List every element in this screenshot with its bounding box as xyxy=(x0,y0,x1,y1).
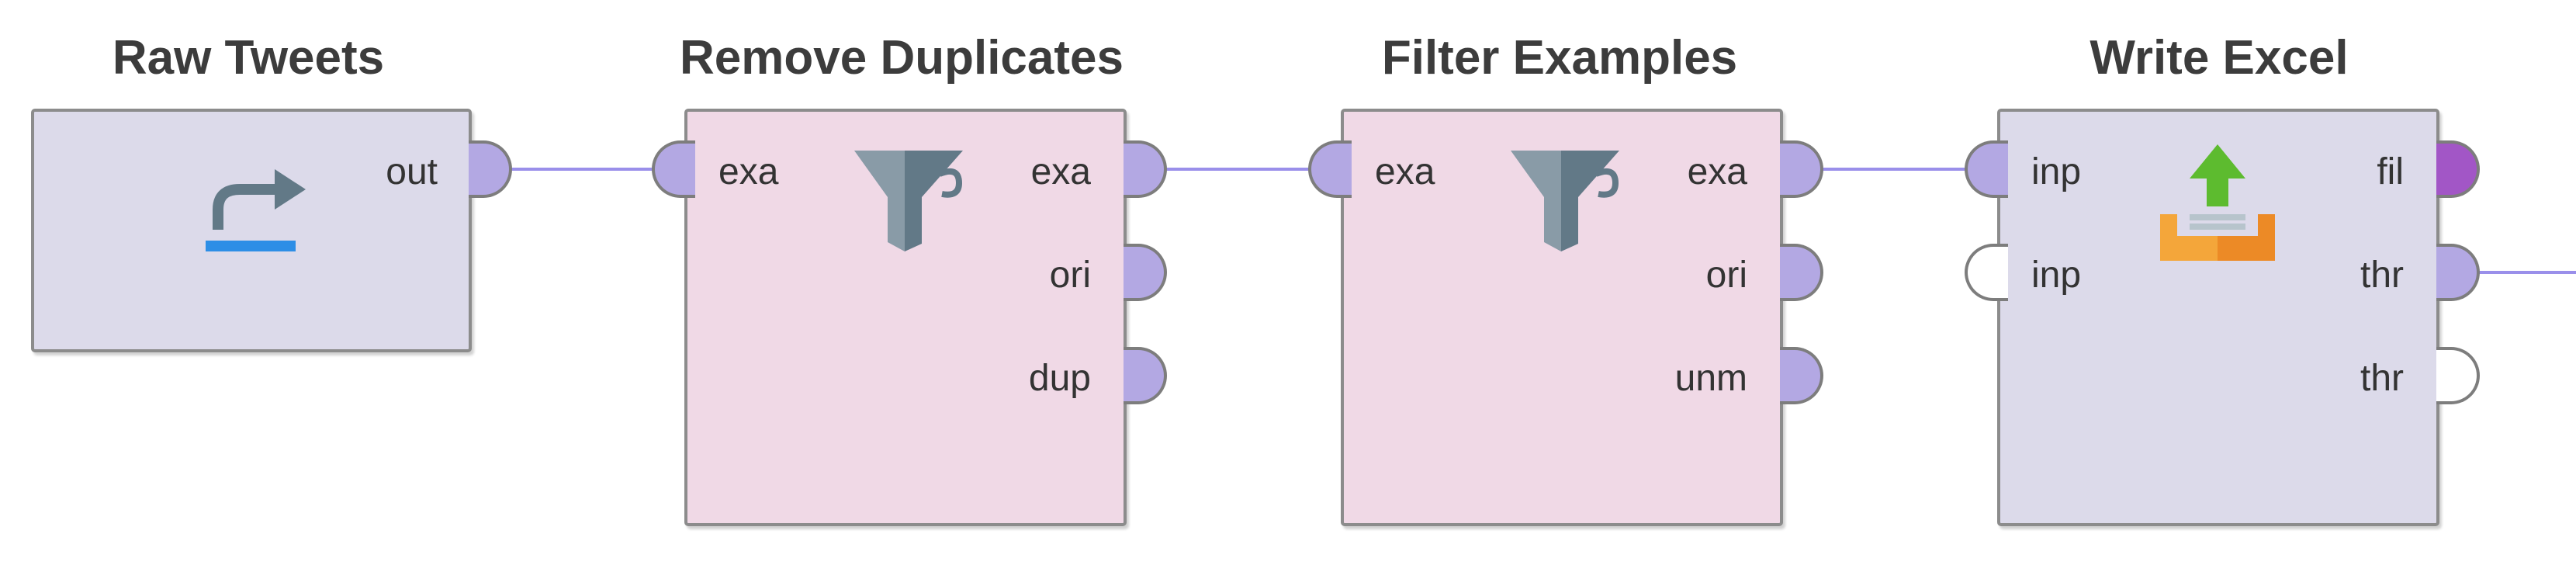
port-label-dup: dup xyxy=(1028,358,1091,399)
operator-title: Remove Duplicates xyxy=(680,31,1124,85)
port-label-exa: exa xyxy=(1030,151,1091,192)
input-port-inp[interactable] xyxy=(1965,140,2008,198)
port-label-unm: unm xyxy=(1674,358,1747,399)
operator-write-excel[interactable]: inp inp fil thr thr xyxy=(1997,109,2439,526)
operator-title: Filter Examples xyxy=(1381,31,1738,85)
port-label-exa: exa xyxy=(718,151,779,192)
input-port-exa[interactable] xyxy=(1308,140,1352,198)
port-label-inp: inp xyxy=(2031,255,2082,296)
port-label-ori: ori xyxy=(1049,255,1091,296)
port-label-out: out xyxy=(386,151,438,192)
funnel-filter-icon xyxy=(1511,151,1619,251)
port-label-exa: exa xyxy=(1375,151,1435,192)
port-label-fil: fil xyxy=(2377,151,2404,192)
input-port-inp[interactable] xyxy=(1965,244,2008,301)
operator-filter-examples[interactable]: exa exa ori unm xyxy=(1341,109,1783,526)
port-label-exa: exa xyxy=(1687,151,1747,192)
port-label-ori: ori xyxy=(1705,255,1747,296)
funnel-filter-icon xyxy=(854,151,963,251)
export-tray-icon xyxy=(2160,144,2275,261)
input-port-exa[interactable] xyxy=(652,140,695,198)
port-label-thr: thr xyxy=(2360,358,2404,399)
operator-raw-tweets[interactable]: out xyxy=(31,109,472,352)
operator-title: Write Excel xyxy=(2090,31,2349,85)
operator-remove-duplicates[interactable]: exa exa ori dup xyxy=(684,109,1127,526)
port-label-thr: thr xyxy=(2360,255,2404,296)
operator-title: Raw Tweets xyxy=(112,31,385,85)
port-label-inp: inp xyxy=(2031,151,2082,192)
retrieve-arrow-icon xyxy=(206,169,306,251)
